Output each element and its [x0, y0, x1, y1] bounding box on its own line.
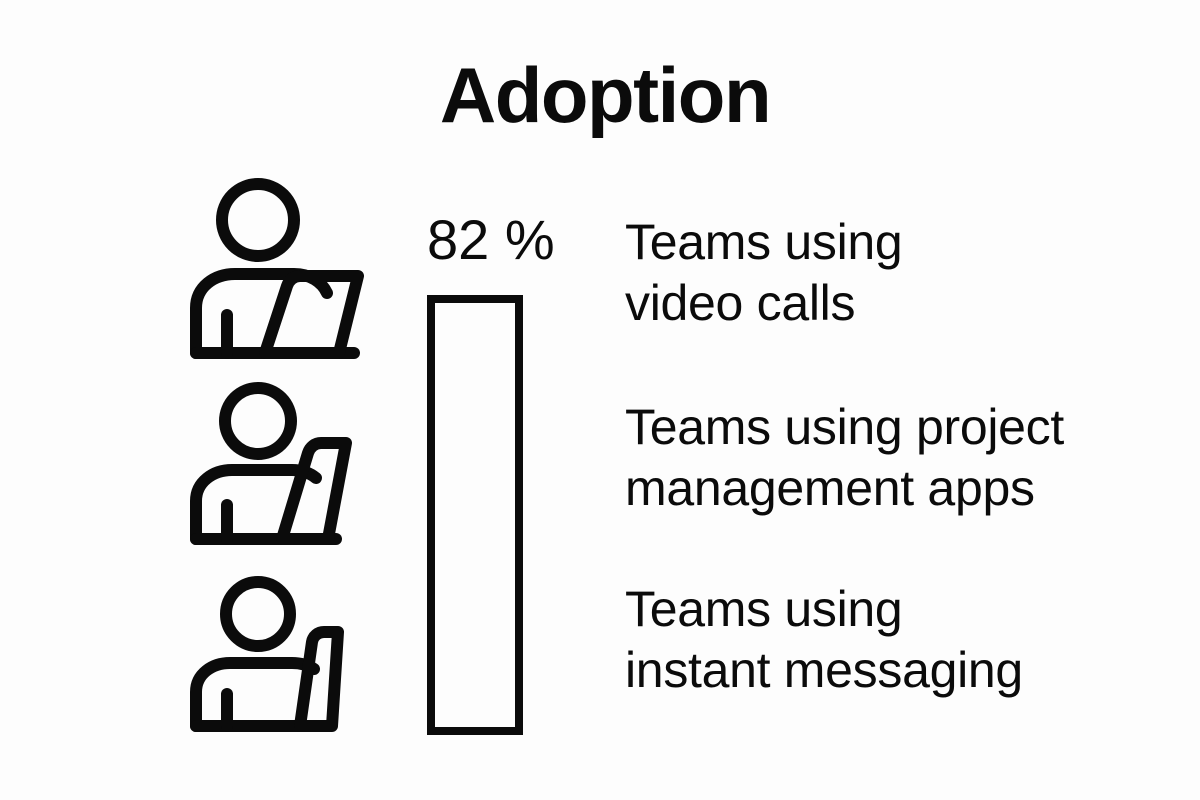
category-label-line: management apps [625, 460, 1035, 516]
person-at-laptop-icon [186, 174, 366, 359]
category-label-line: Teams using [625, 581, 903, 637]
bar-value-label: 82 % [427, 208, 555, 271]
category-label-line: Teams using project [625, 399, 1064, 455]
category-label-line: video calls [625, 275, 856, 331]
category-label-project-management-apps: Teams using project management apps [625, 397, 1064, 519]
person-at-laptop-icon [186, 574, 346, 732]
page-title: Adoption [439, 51, 772, 139]
bar-rectangle [427, 295, 523, 735]
category-label-instant-messaging: Teams using instant messaging [625, 579, 1023, 701]
pictogram-column [186, 174, 396, 740]
bar-group: 82 % [427, 208, 555, 735]
category-label-line: Teams using [625, 214, 903, 270]
category-label-video-calls: Teams using video calls [625, 212, 903, 334]
category-label-line: instant messaging [625, 642, 1023, 698]
person-at-laptop-icon [186, 379, 356, 545]
